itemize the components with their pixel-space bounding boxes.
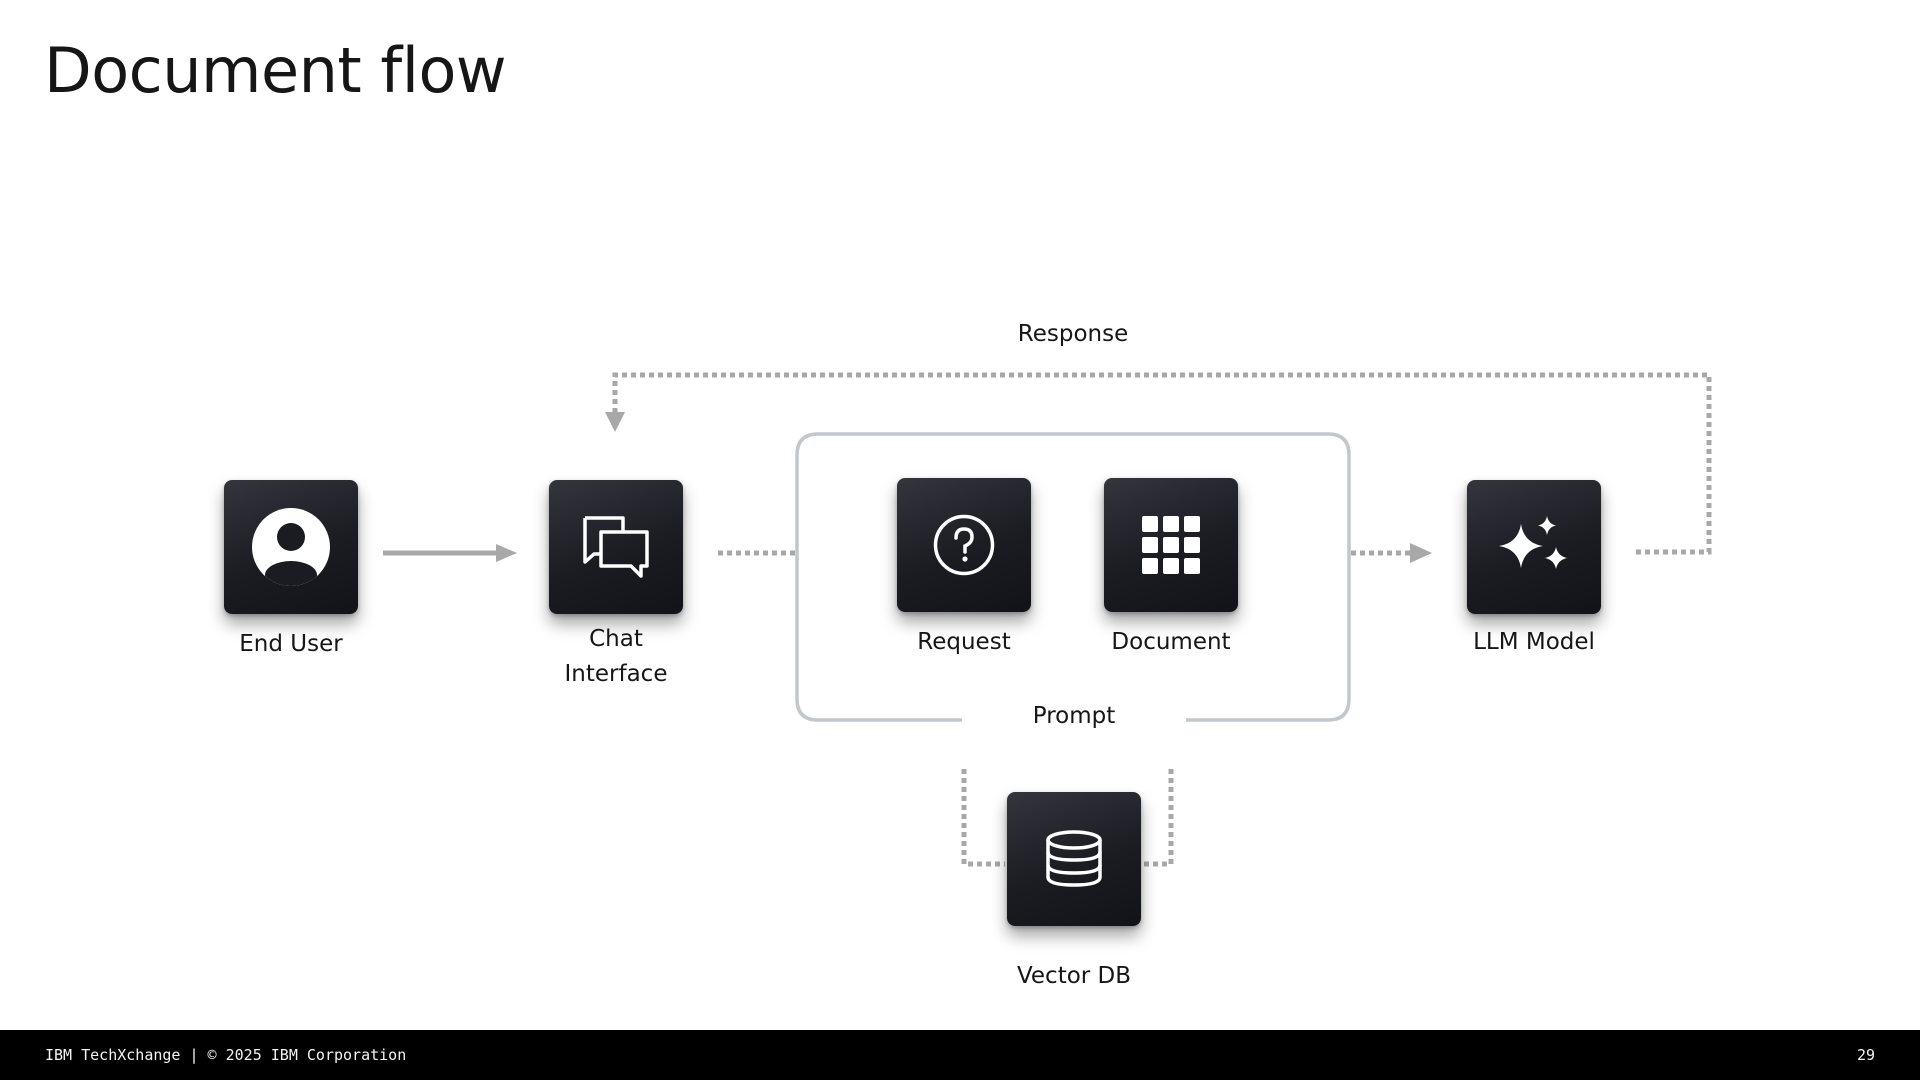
chat-interface-label-line1: Chat bbox=[589, 626, 643, 652]
llm-model-node bbox=[1467, 480, 1601, 614]
prompt-group-label: Prompt bbox=[1032, 703, 1116, 729]
footer-bar: IBM TechXchange | © 2025 IBM Corporation… bbox=[0, 1030, 1920, 1080]
prompt-group-border bbox=[795, 432, 1351, 722]
chat-interface-node bbox=[549, 480, 683, 614]
edge-vectordb-right bbox=[1143, 769, 1174, 867]
grid-apps-icon bbox=[1142, 516, 1200, 574]
vector-db-label: Vector DB bbox=[1016, 963, 1132, 989]
chat-interface-label-line2: Interface bbox=[564, 661, 668, 687]
sparkles-icon bbox=[1499, 516, 1569, 578]
vector-db-node bbox=[1007, 792, 1141, 926]
request-node bbox=[897, 478, 1031, 612]
llm-model-label: LLM Model bbox=[1473, 629, 1595, 655]
arrow-response bbox=[605, 412, 625, 432]
footer-copyright: IBM TechXchange | © 2025 IBM Corporation bbox=[45, 1046, 407, 1064]
page-number: 29 bbox=[1856, 1046, 1875, 1064]
flow-diagram bbox=[383, 372, 1712, 867]
response-edge-label: Response bbox=[1017, 321, 1129, 347]
page-title: Document flow bbox=[44, 34, 507, 107]
edge-vectordb-left bbox=[961, 769, 1005, 867]
document-node bbox=[1104, 478, 1238, 612]
user-avatar-icon bbox=[251, 507, 331, 587]
edge-response-loop bbox=[612, 372, 1712, 555]
question-circle-icon bbox=[932, 513, 996, 577]
arrow-prompt-to-llm bbox=[1410, 543, 1432, 563]
arrow-user-to-chat bbox=[496, 544, 517, 562]
chat-bubbles-icon bbox=[581, 514, 651, 580]
end-user-node bbox=[224, 480, 358, 614]
chat-interface-label: Chat Interface bbox=[506, 622, 726, 692]
end-user-label: End User bbox=[239, 631, 343, 657]
document-label: Document bbox=[1111, 629, 1231, 655]
request-label: Request bbox=[917, 629, 1011, 655]
database-icon bbox=[1044, 830, 1104, 888]
